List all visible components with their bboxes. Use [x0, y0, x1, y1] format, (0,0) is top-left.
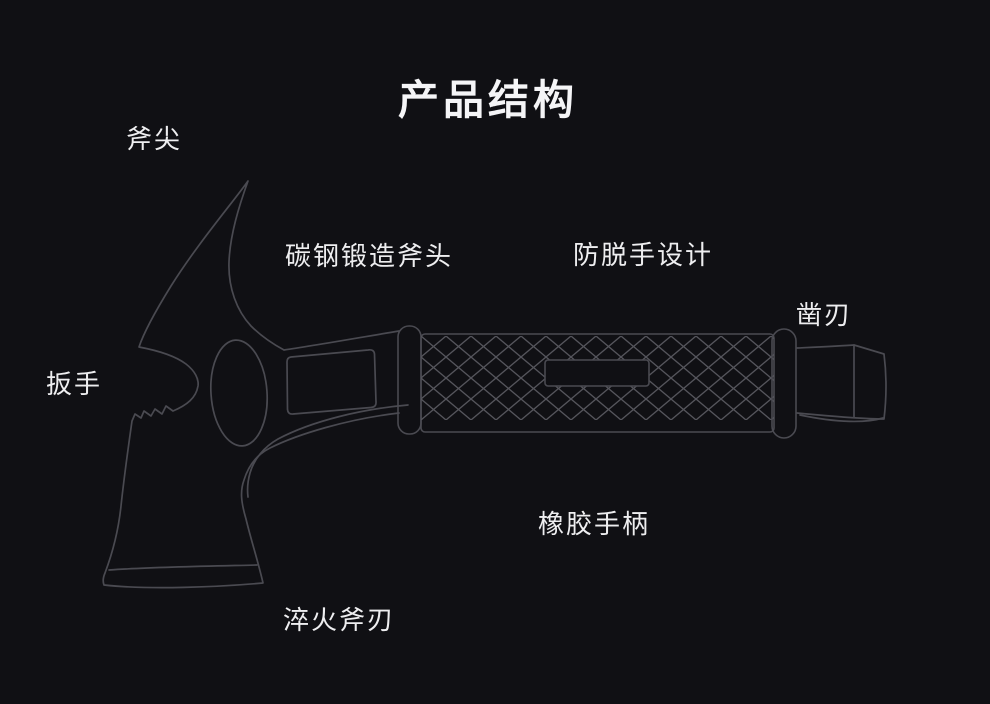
grip-rear-collar	[771, 328, 797, 439]
label-carbon-steel-forged-head: 碳钢锻造斧头	[285, 241, 454, 271]
page-title: 产品结构	[398, 77, 578, 123]
head-lightening-hole	[209, 339, 269, 447]
label-chisel-blade: 凿刃	[796, 300, 853, 330]
label-axe-tip: 斧尖	[126, 124, 183, 154]
chisel-body-path	[796, 344, 887, 420]
axe-head-outline	[102, 180, 409, 589]
throat-chamfer-line	[246, 404, 409, 498]
chisel-bottom-edge-line	[799, 414, 884, 423]
blade-bevel-line	[108, 564, 258, 571]
label-rubber-handle: 橡胶手柄	[538, 509, 651, 539]
axe-head-blade-path	[102, 180, 400, 589]
grip-front-collar	[397, 325, 422, 435]
label-wrench: 扳手	[46, 369, 103, 399]
chisel-end-outline	[796, 344, 887, 423]
neck-inset-panel	[286, 348, 377, 415]
grip-label-plate	[544, 359, 650, 387]
rubber-grip	[397, 325, 797, 439]
label-anti-slip-design: 防脱手设计	[573, 240, 714, 270]
label-quenched-axe-blade: 淬火斧刃	[283, 605, 396, 635]
